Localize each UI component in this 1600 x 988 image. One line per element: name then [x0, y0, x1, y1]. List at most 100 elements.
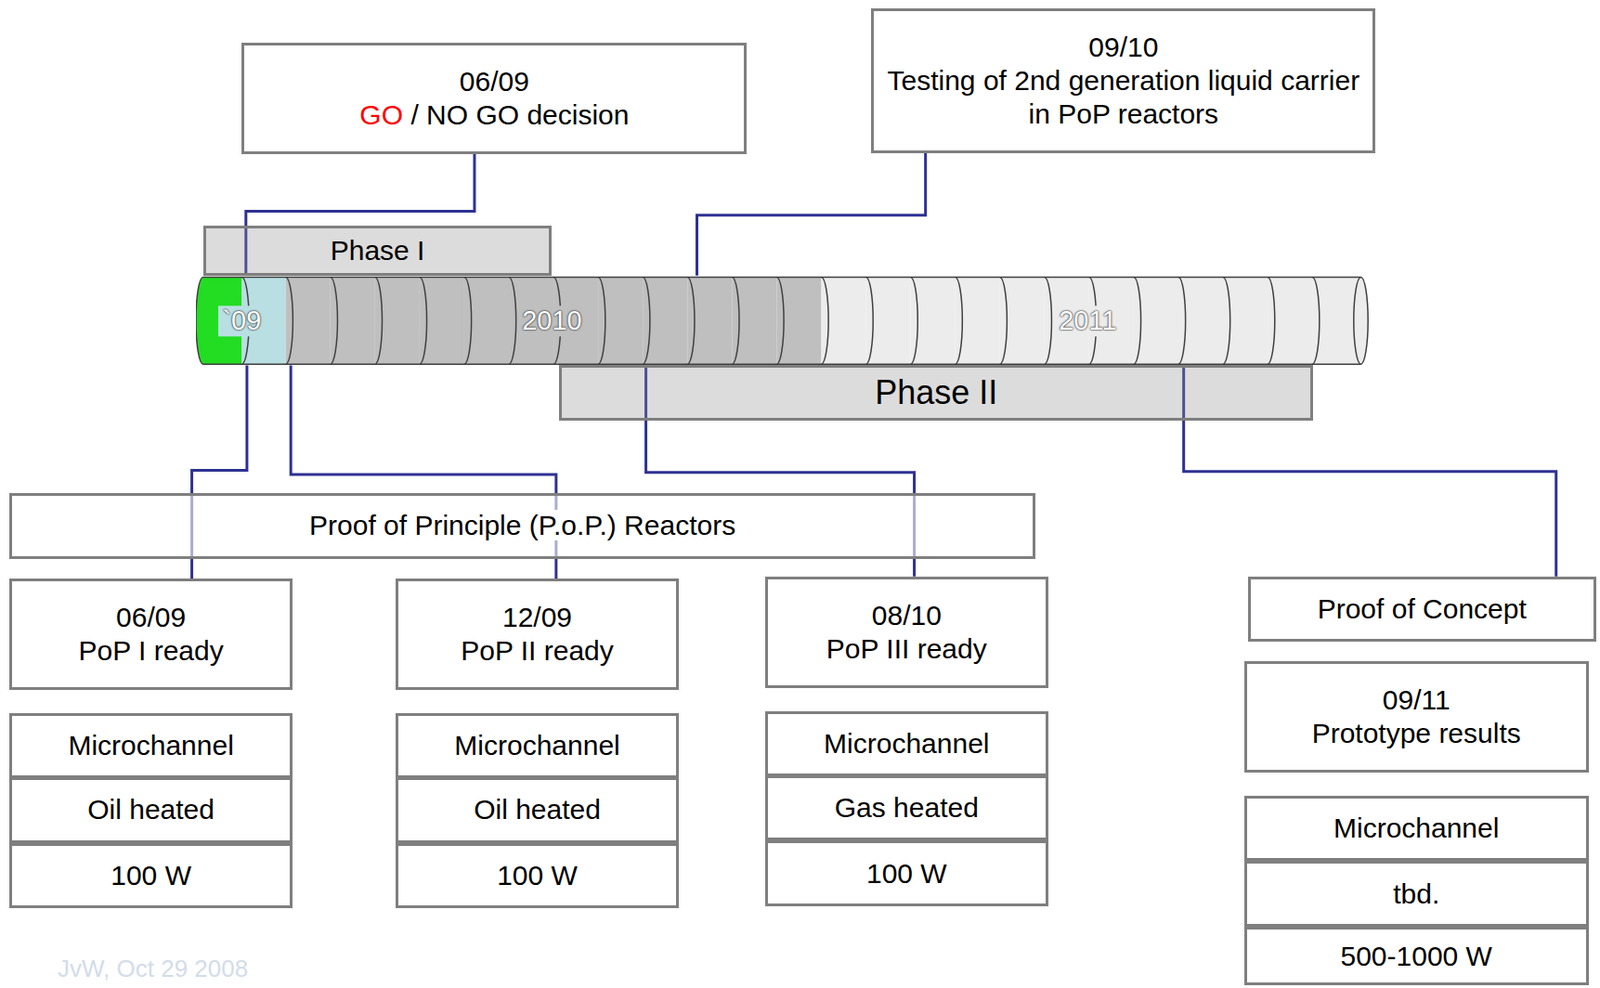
timeline-ring: [286, 276, 294, 365]
text-line: PoP III ready: [826, 632, 988, 666]
group-header-box: Proof of Concept: [1248, 576, 1597, 642]
timeline-ring: [419, 276, 428, 365]
text-block: 500-1000 W: [1339, 939, 1492, 974]
timeline-ring: [1178, 276, 1186, 365]
text-block: 09/11Prototype results: [1312, 683, 1522, 751]
box-text: Phase I: [330, 234, 426, 266]
box-text: Proof of Principle (P.o.P.) Reactors: [303, 509, 742, 541]
box-text: Oil heated: [473, 793, 601, 825]
box-text: PoP I ready: [78, 635, 224, 666]
property-cell: tbd.: [1244, 860, 1589, 926]
timeline-ring: [731, 276, 740, 365]
text-block: 100 W: [110, 858, 192, 893]
property-cell: Oil heated: [9, 777, 293, 843]
timeline-segment: [1267, 276, 1313, 365]
timeline-ring: [687, 276, 695, 365]
box-text: PoP III ready: [826, 633, 988, 664]
box-text: Microchannel: [454, 729, 620, 761]
milestone-box: 06/09PoP I ready: [9, 578, 293, 690]
text-line: tbd.: [1392, 877, 1440, 911]
text-block: 06/09PoP I ready: [78, 600, 224, 668]
box-text: PoP II ready: [460, 635, 614, 666]
box-text: tbd.: [1392, 878, 1440, 910]
text-line: Phase I: [330, 234, 426, 268]
milestone-box: 09/11Prototype results: [1244, 661, 1589, 773]
text-line: Microchannel: [823, 727, 989, 761]
text-block: Microchannel: [454, 728, 620, 763]
text-line: 100 W: [496, 858, 578, 893]
timeline-ring: [375, 276, 383, 365]
timeline-segment: [731, 276, 777, 365]
text-block: Proof of Principle (P.o.P.) Reactors: [303, 508, 742, 543]
text-block: 12/09PoP II ready: [460, 600, 614, 668]
timeline-segment: [464, 276, 509, 365]
timeline-segment: [1000, 276, 1045, 365]
timeline-segment: [1178, 276, 1223, 365]
text-block: 100 W: [866, 857, 948, 891]
text-line: PoP II ready: [460, 634, 614, 668]
year-label: `09: [218, 305, 265, 337]
property-cell: Microchannel: [9, 713, 293, 779]
timeline-ring: [1133, 276, 1142, 365]
milestone-box: 09/10Testing of 2nd generation liquid ca…: [871, 8, 1376, 154]
box-text: Microchannel: [1333, 812, 1499, 844]
timeline-drawing: [195, 275, 1370, 366]
timeline-ring: [598, 276, 606, 365]
text-block: Proof of Concept: [1317, 592, 1527, 626]
box-text: 06/09: [116, 601, 186, 633]
text-block: Oil heated: [473, 793, 601, 827]
text-line: 12/09: [460, 600, 614, 635]
milestone-box: 06/09GO/ NO GO decision: [241, 42, 747, 155]
year-label: 2010: [518, 305, 586, 337]
box-text: 09/10: [1088, 31, 1158, 63]
text-block: Microchannel: [1333, 811, 1499, 846]
text-line: 09/10: [881, 30, 1366, 65]
text-line: Gas heated: [834, 791, 979, 825]
property-cell: 100 W: [9, 843, 293, 909]
text-line: Phase II: [874, 372, 998, 413]
box-text: 08/10: [871, 599, 942, 631]
box-text: Prototype results: [1312, 717, 1522, 749]
box-text: 500-1000 W: [1339, 940, 1492, 972]
text-line: 100 W: [110, 858, 192, 893]
text-line: 100 W: [866, 857, 948, 891]
box-text: Gas heated: [834, 792, 979, 823]
box-text: / NO GO decision: [410, 99, 629, 131]
timeline-segment: [687, 276, 732, 365]
box-text: Oil heated: [87, 793, 215, 825]
timeline-ring: [1267, 276, 1275, 365]
property-cell: Microchannel: [1244, 795, 1589, 861]
milestone-box: 08/10PoP III ready: [765, 576, 1048, 689]
box-text: 100 W: [496, 859, 578, 891]
text-line: Microchannel: [1333, 811, 1499, 846]
text-block: 100 W: [496, 858, 578, 893]
property-cell: 100 W: [765, 840, 1048, 906]
timeline-outline: [195, 276, 1361, 365]
timeline-ring: [642, 276, 651, 365]
property-cell: Oil heated: [395, 777, 678, 843]
box-text: Proof of Concept: [1317, 593, 1527, 625]
property-cell: Microchannel: [395, 713, 678, 779]
timeline-ring: [776, 276, 784, 365]
text-line: Oil heated: [87, 793, 215, 827]
text-line: Oil heated: [473, 793, 601, 827]
text-block: 09/10Testing of 2nd generation liquid ca…: [881, 30, 1366, 131]
text-line: Microchannel: [454, 728, 620, 763]
text-line: 06/09: [359, 65, 629, 99]
year-label: 2011: [1054, 305, 1120, 337]
timeline-segment: [1133, 276, 1179, 365]
timeline-segment: [820, 276, 866, 365]
box-text: GO: [359, 99, 404, 131]
text-block: Phase II: [874, 372, 998, 413]
text-block: 06/09GO/ NO GO decision: [359, 65, 629, 132]
box-text: Testing of 2nd generation liquid carrier…: [887, 65, 1361, 130]
timeline-segment: [286, 276, 331, 365]
group-header-box: Proof of Principle (P.o.P.) Reactors: [9, 493, 1036, 560]
property-cell: 500-1000 W: [1244, 926, 1589, 987]
text-line: Proof of Concept: [1317, 592, 1527, 626]
timeline-ring: [1000, 276, 1008, 365]
phase-band: Phase I: [203, 225, 553, 276]
property-cell: 100 W: [395, 843, 678, 909]
connector: [697, 153, 926, 276]
